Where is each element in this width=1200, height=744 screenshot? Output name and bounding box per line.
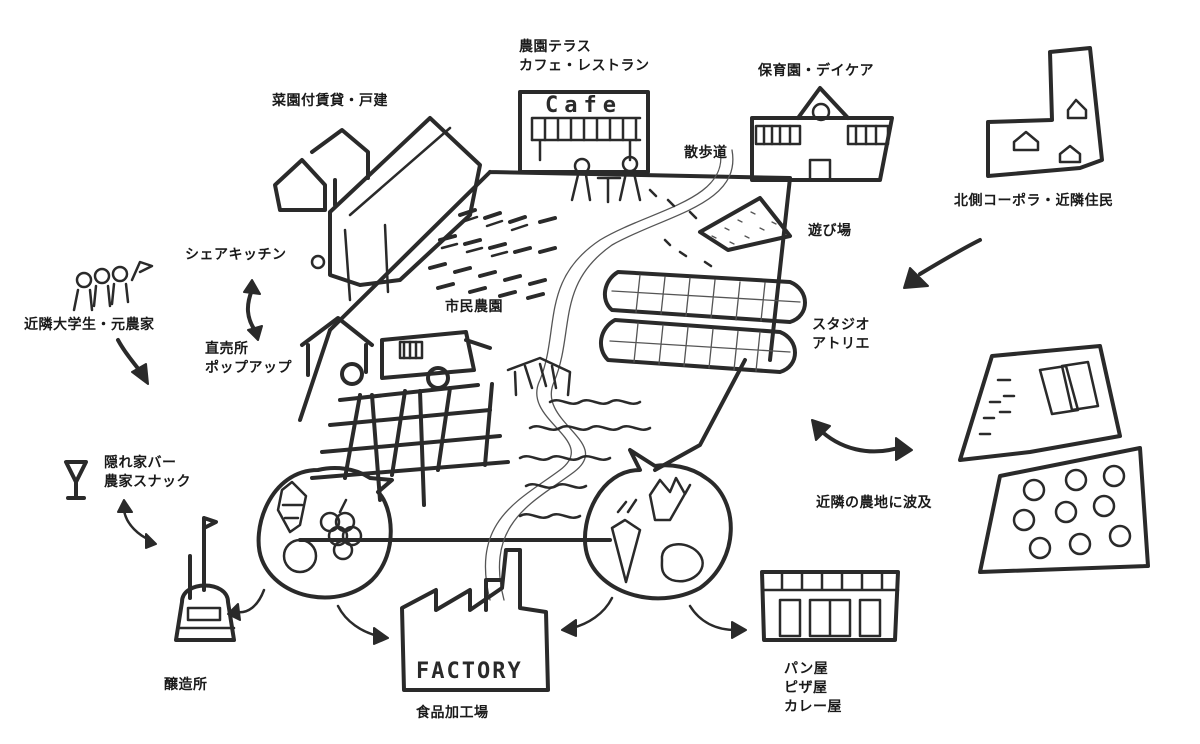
label-farm-terrace: 農園テラス カフェ・レストラン — [519, 39, 650, 74]
citizen-farm-plots — [430, 210, 555, 298]
label-brewery: 醸造所 — [164, 677, 208, 693]
arrowhead-up — [244, 280, 260, 294]
fruit-bubble — [259, 468, 392, 597]
arrowhead-down — [248, 326, 262, 340]
bar-glass — [66, 462, 86, 498]
label-shops: パン屋 ピザ屋 カレー屋 — [784, 661, 842, 715]
cafe-building: Cafe — [520, 92, 648, 202]
label-share-kitchen: シェアキッチン — [185, 247, 287, 263]
label-hidden-bar: 隠れ家バー 農家スナック — [104, 455, 191, 490]
rental-houses — [275, 118, 480, 300]
vineyard-trellis — [312, 384, 508, 505]
studio-greenhouses — [601, 272, 805, 372]
shed — [508, 358, 570, 395]
nursery-building — [752, 88, 892, 180]
label-rental-houses: 菜園付賃貸・戸建 — [272, 93, 388, 109]
wavy-field — [520, 400, 650, 517]
label-nursery: 保育園・デイケア — [758, 63, 874, 79]
factory-sign: FACTORY — [416, 659, 523, 684]
label-food-factory: 食品加工場 — [416, 705, 489, 721]
arrows — [118, 240, 980, 644]
neighbour-farmland — [960, 346, 1148, 572]
label-promenade: 散歩道 — [684, 145, 728, 161]
shops-row — [762, 572, 898, 640]
label-playground: 遊び場 — [808, 223, 852, 239]
students-figures — [74, 262, 152, 310]
cafe-sign: Cafe — [545, 93, 622, 118]
label-studio: スタジオ アトリエ — [812, 317, 870, 352]
label-north-residents: 北側コーポラ・近隣住民 — [954, 193, 1114, 209]
label-citizen-farm: 市民農園 — [445, 299, 503, 315]
popup-truck — [302, 318, 490, 388]
brewery — [176, 518, 234, 640]
label-spread: 近隣の農地に波及 — [816, 495, 932, 511]
vegetable-bubble — [585, 450, 731, 598]
label-students: 近隣大学生・元農家 — [24, 317, 155, 333]
site-plot — [300, 150, 790, 600]
label-direct-sales: 直売所 ポップアップ — [205, 341, 292, 376]
playground — [650, 190, 790, 266]
north-coop-block — [988, 48, 1102, 176]
factory: FACTORY — [402, 550, 548, 690]
